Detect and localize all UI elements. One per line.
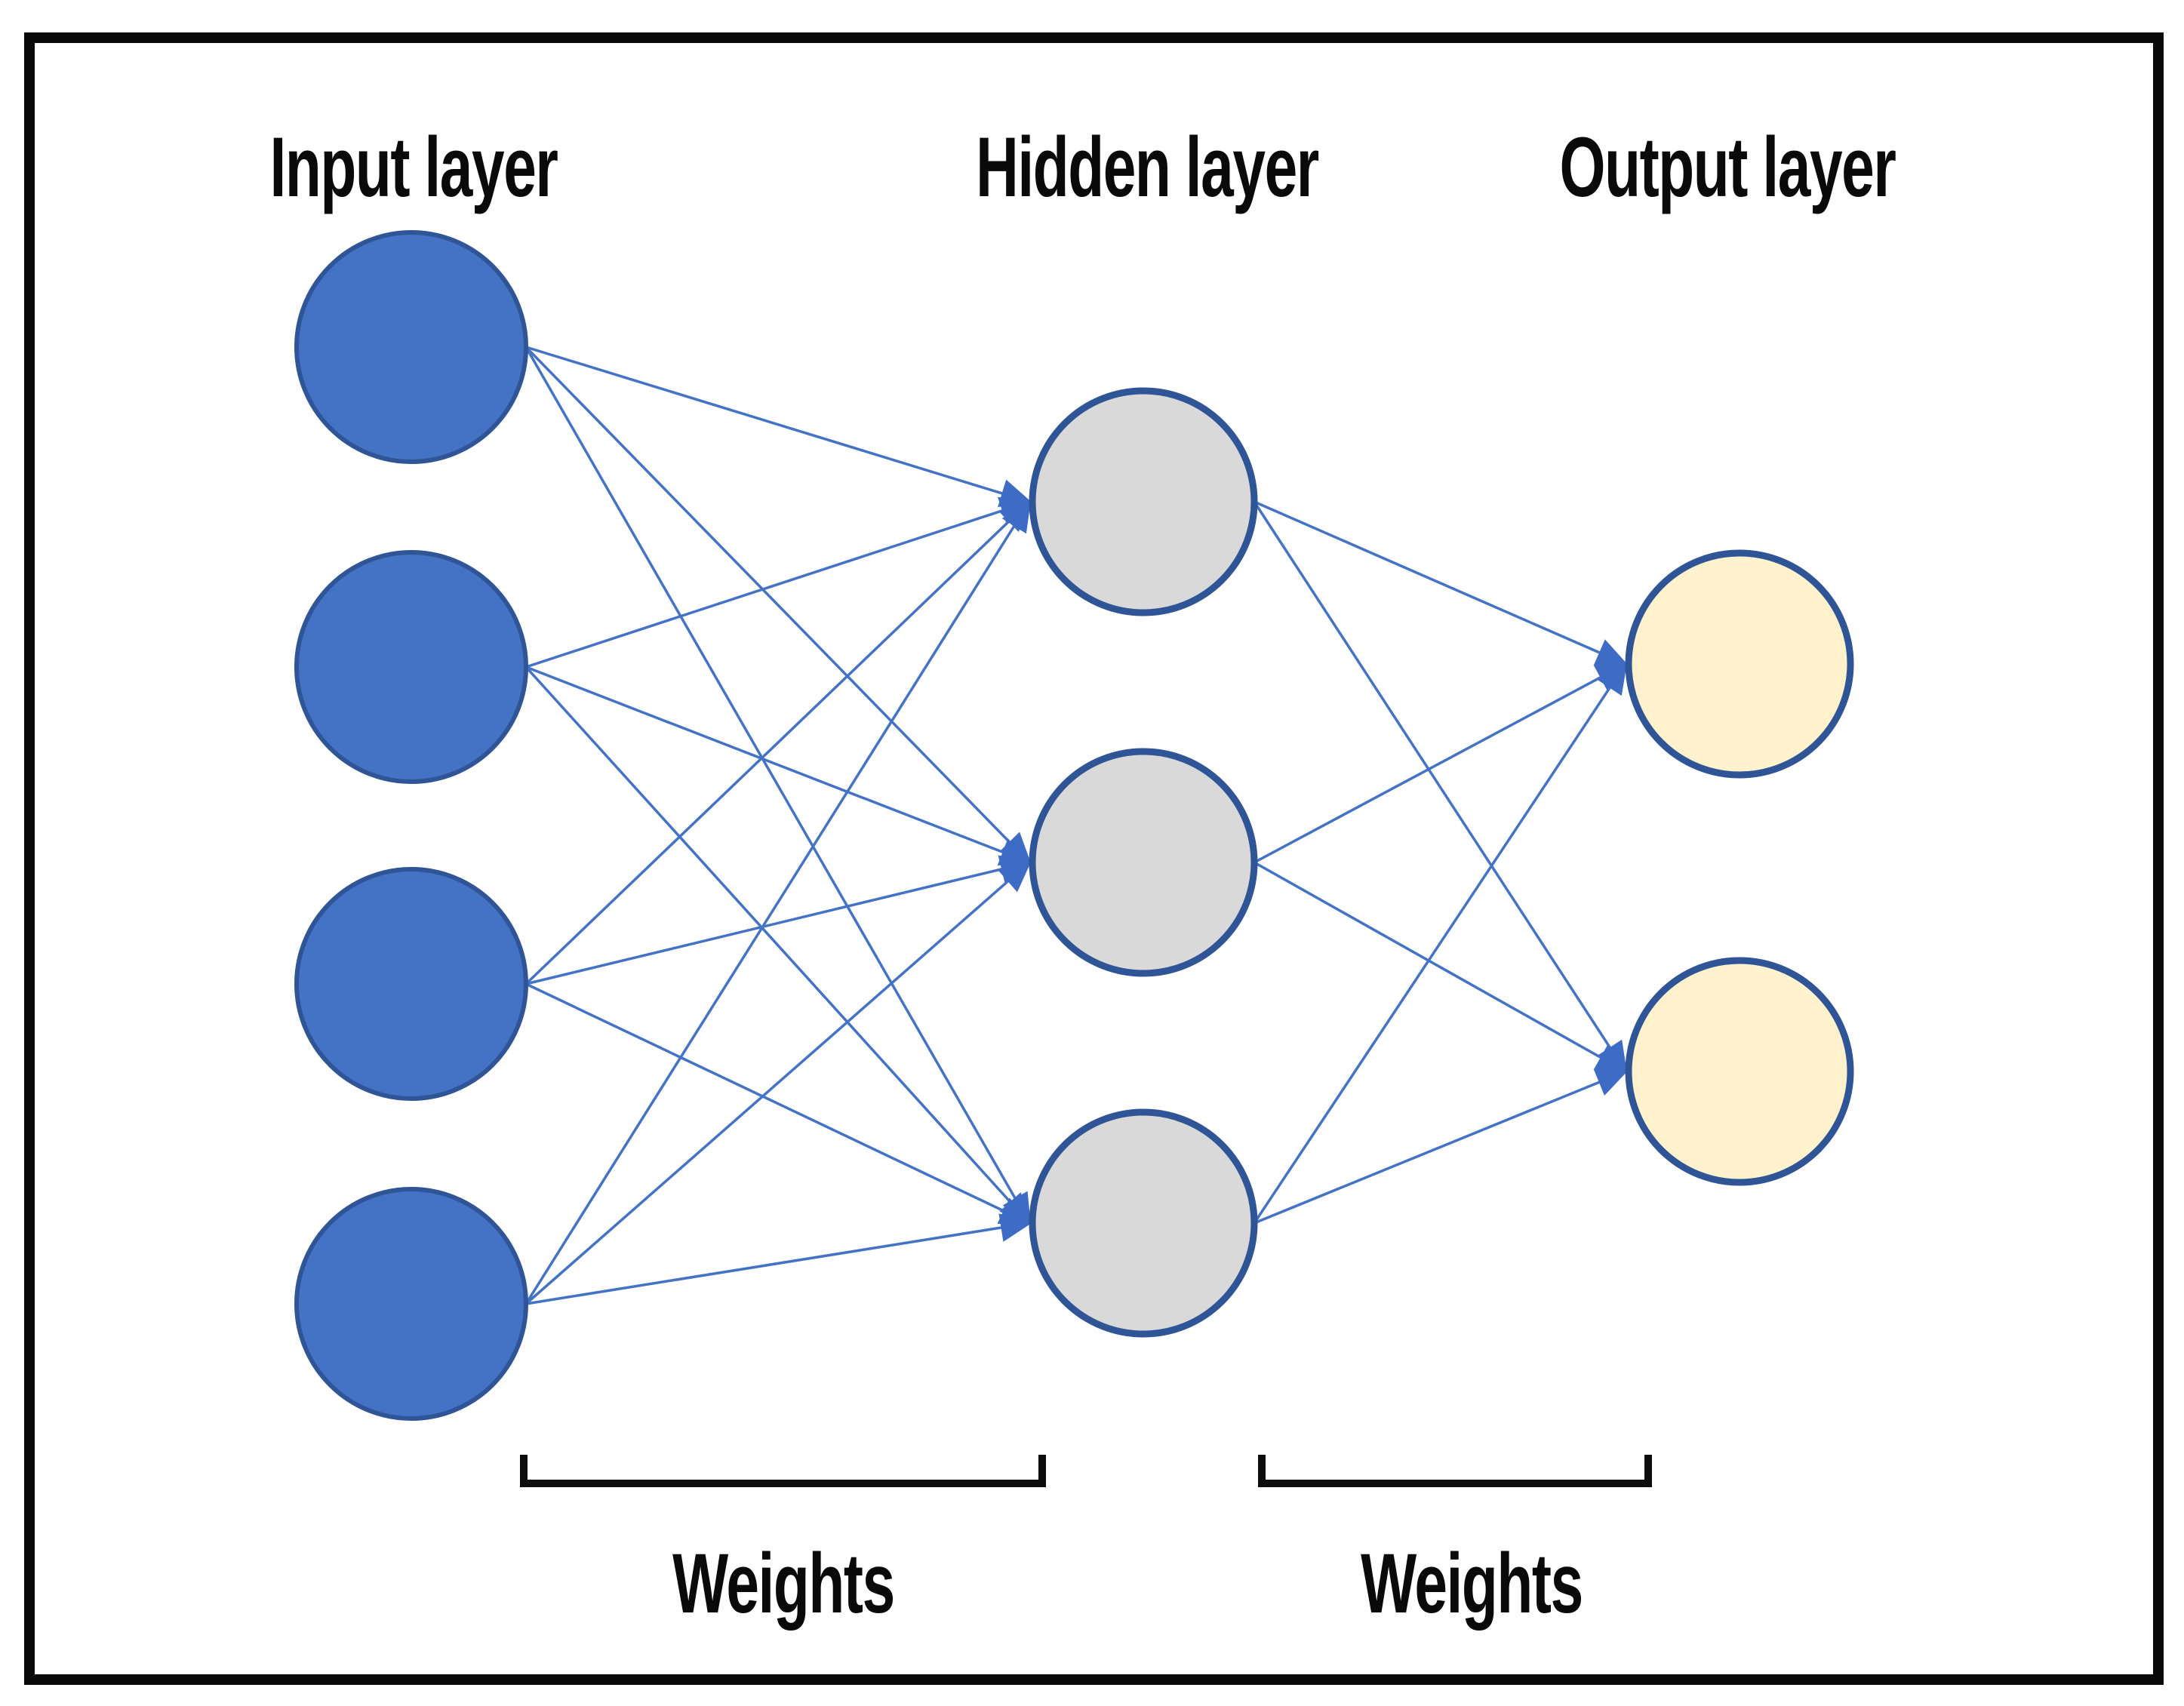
weights-bracket-hidden-output <box>1258 1455 1652 1487</box>
nodes-group <box>294 230 1854 1421</box>
connection-edges <box>524 346 1629 1305</box>
connection-hidden-to-output <box>1253 661 1628 1224</box>
weights-label-input-hidden: Weights <box>672 1536 895 1631</box>
connection-input-to-hidden <box>524 860 1032 1305</box>
connection-hidden-to-output <box>1253 501 1628 1074</box>
connection-hidden-to-output <box>1253 1068 1629 1225</box>
connection-input-to-hidden <box>524 499 1032 1305</box>
hidden-node <box>1029 1108 1258 1338</box>
connection-input-to-hidden <box>524 346 1032 865</box>
weights-bracket-input-hidden <box>520 1455 1046 1487</box>
connection-hidden-to-output <box>1253 500 1629 666</box>
output-layer-label: Output layer <box>1559 120 1896 214</box>
connection-hidden-to-output <box>1253 861 1629 1073</box>
hidden-node <box>1029 748 1258 977</box>
weights-label-hidden-output: Weights <box>1361 1536 1583 1631</box>
hidden-node <box>1029 387 1258 616</box>
connection-input-to-hidden <box>525 665 1032 865</box>
connection-input-to-hidden <box>524 346 1031 1226</box>
connection-input-to-hidden <box>524 500 1032 985</box>
input-node <box>294 550 528 784</box>
input-layer-label: Input layer <box>269 120 558 214</box>
connection-input-to-hidden <box>524 665 1032 1225</box>
hidden-layer-label: Hidden layer <box>976 120 1319 214</box>
input-node <box>294 867 528 1101</box>
connection-input-to-hidden <box>525 496 1032 669</box>
connection-input-to-hidden <box>525 346 1032 507</box>
connection-input-to-hidden <box>525 855 1032 985</box>
input-node <box>294 230 528 464</box>
output-node <box>1625 957 1854 1186</box>
connection-hidden-to-output <box>1253 662 1629 864</box>
outer-border <box>24 32 2164 1685</box>
output-node <box>1625 549 1854 779</box>
connection-input-to-hidden <box>525 1213 1032 1305</box>
input-node <box>294 1187 528 1421</box>
connection-input-to-hidden <box>525 982 1032 1225</box>
